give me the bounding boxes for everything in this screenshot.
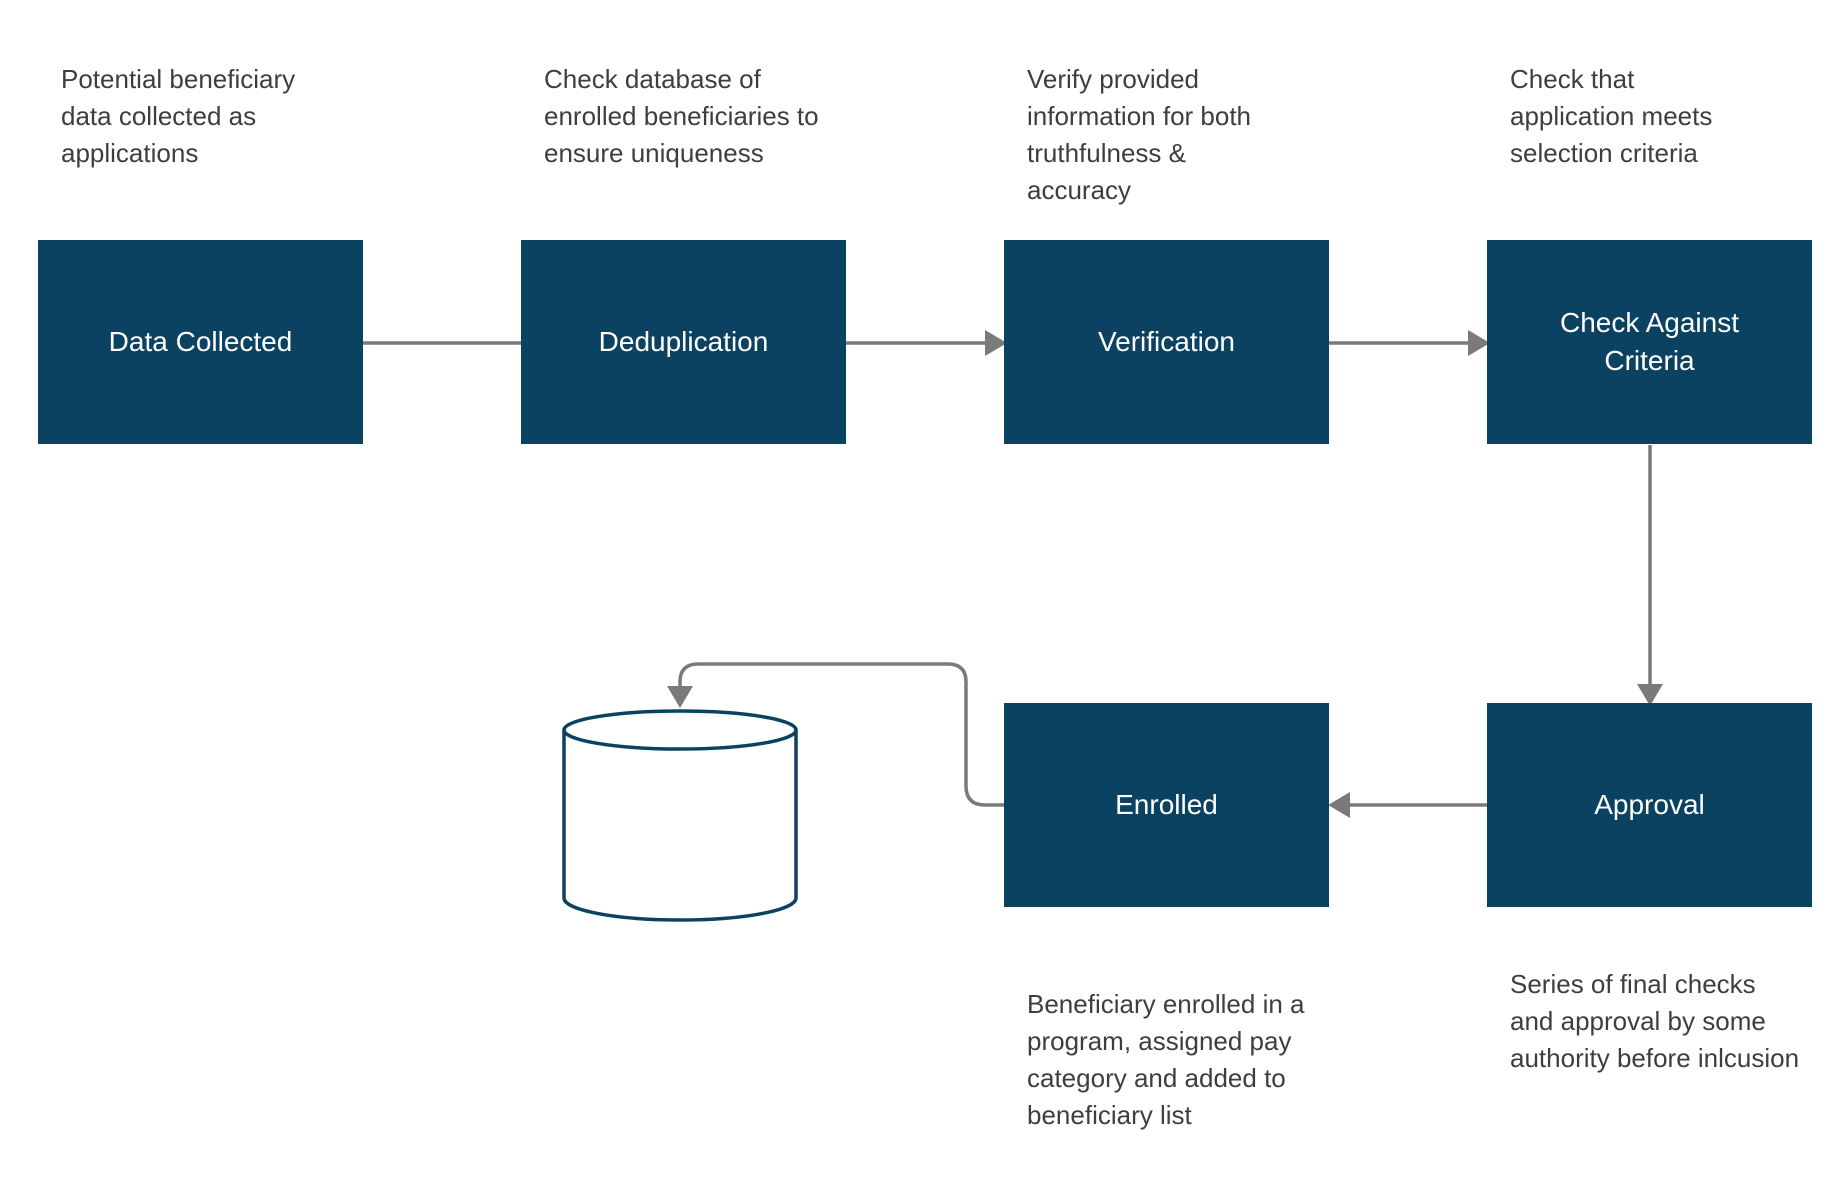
step-check-against-criteria: Check Against Criteria <box>1487 240 1812 444</box>
step-label: Deduplication <box>598 326 769 357</box>
arrowhead-approval <box>1637 684 1663 706</box>
connector-enrolled-to-database <box>678 662 1007 807</box>
step-label: Data Collected <box>108 326 293 357</box>
step-enrolled: Enrolled <box>1004 703 1329 907</box>
step-label: Approval <box>1594 789 1705 820</box>
note-approval: Series of final checks and approval by s… <box>1510 969 1800 1073</box>
note-verification: Verify provided information for both tru… <box>1027 64 1252 205</box>
note-data-collected: Potential beneficiary data collected as … <box>61 64 296 168</box>
arrowhead-criteria <box>1468 330 1490 356</box>
step-data-collected: Data Collected <box>38 240 363 444</box>
step-label: Enrolled <box>1115 789 1218 820</box>
arrowhead-verification <box>985 330 1007 356</box>
step-approval: Approval <box>1487 703 1812 907</box>
arrowhead-database <box>667 686 693 708</box>
step-deduplication: Deduplication <box>521 240 846 444</box>
note-deduplication: Check database of enrolled beneficiaries… <box>544 64 819 168</box>
note-enrolled: Beneficiary enrolled in a program, assig… <box>1027 989 1305 1130</box>
step-verification: Verification <box>1004 240 1329 444</box>
note-check-against-criteria: Check that application meets selection c… <box>1510 64 1713 168</box>
step-label: Check Against Criteria <box>1560 307 1739 376</box>
step-label: Verification <box>1098 326 1235 357</box>
arrowhead-enrolled <box>1328 792 1350 818</box>
database-cylinder-icon <box>562 709 798 922</box>
